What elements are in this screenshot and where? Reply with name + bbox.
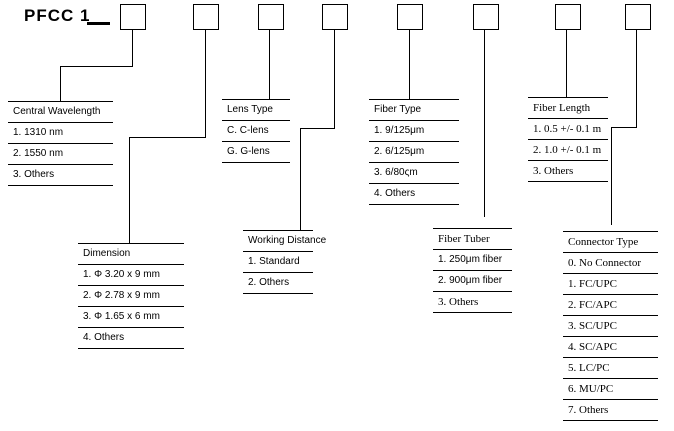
table-header: Working Distance [243,231,326,252]
connector-line [300,128,335,129]
code-digit-box-fiber-type [397,4,423,30]
table-header: Connector Type [563,232,658,253]
table-header: Fiber Type [369,100,459,121]
connector-line [636,30,637,127]
table-header: Dimension [78,244,184,265]
product-code-title: PFCC 1 [24,6,91,25]
table-header: Fiber Tuber [433,229,512,250]
table-fiber-length: Fiber Length 1. 0.5 +/- 0.1 m 2. 1.0 +/-… [528,97,608,182]
code-digit-box-fiber-length [555,4,581,30]
table-row: 0. No Connector [563,253,658,274]
table-row: 2. 1.0 +/- 0.1 m [528,140,608,161]
table-lens-type: Lens Type C. C-lens G. G-lens [222,99,290,163]
table-row: 2. Φ 2.78 x 9 mm [78,286,184,307]
table-row: 2. 1550 nm [8,144,113,165]
table-row: 1. Standard [243,252,313,273]
table-row: 2. 900μm fiber [433,271,512,292]
table-row: 4. Others [369,184,459,205]
table-row: 7. Others [563,400,658,421]
table-fiber-tuber: Fiber Tuber 1. 250μm fiber 2. 900μm fibe… [433,228,512,313]
connector-line [129,137,130,243]
table-row: 4. Others [78,328,184,349]
table-header: Fiber Length [528,98,608,119]
table-row: 3. Φ 1.65 x 6 mm [78,307,184,328]
table-header: Lens Type [222,100,290,121]
table-row: 3. SC/UPC [563,316,658,337]
code-digit-box-dimension [193,4,219,30]
table-fiber-type: Fiber Type 1. 9/125μm 2. 6/125μm 3. 6/80… [369,99,459,205]
connector-line [129,137,206,138]
connector-line [269,30,270,99]
table-dimension: Dimension 1. Φ 3.20 x 9 mm 2. Φ 2.78 x 9… [78,243,184,349]
code-underscore-line [87,22,110,25]
connector-line [60,66,133,67]
connector-line [60,66,61,101]
connector-line [205,30,206,137]
table-row: 3. Others [8,165,113,186]
table-row: 1. 1310 nm [8,123,113,144]
table-row: C. C-lens [222,121,290,142]
table-row: 5. LC/PC [563,358,658,379]
connector-line [132,30,133,66]
table-row: 3. Others [528,161,608,182]
code-digit-box-central-wavelength [120,4,146,30]
connector-line [566,30,567,97]
table-header: Central Wavelength [8,102,113,123]
table-row: 1. 9/125μm [369,121,459,142]
connector-line [484,30,485,217]
table-row: 2. 6/125μm [369,142,459,163]
table-row: 2. Others [243,273,313,294]
connector-line [334,30,335,128]
table-central-wavelength: Central Wavelength 1. 1310 nm 2. 1550 nm… [8,101,113,186]
code-digit-box-connector-type [625,4,651,30]
table-row: 1. Φ 3.20 x 9 mm [78,265,184,286]
code-digit-box-working-distance [322,4,348,30]
table-working-distance: Working Distance 1. Standard 2. Others [243,230,326,294]
table-row: 1. 0.5 +/- 0.1 m [528,119,608,140]
connector-line [409,30,410,99]
table-connector-type: Connector Type 0. No Connector 1. FC/UPC… [563,231,658,421]
table-row: 3. 6/80ςm [369,163,459,184]
table-row: G. G-lens [222,142,290,163]
table-row: 1. 250μm fiber [433,250,512,271]
table-row: 2. FC/APC [563,295,658,316]
table-row: 3. Others [433,292,512,313]
table-row: 1. FC/UPC [563,274,658,295]
connector-line [300,128,301,230]
code-digit-box-fiber-tuber [473,4,499,30]
code-digit-box-lens-type [258,4,284,30]
connector-line [611,127,637,128]
table-row: 6. MU/PC [563,379,658,400]
connector-line [611,127,612,225]
table-row: 4. SC/APC [563,337,658,358]
